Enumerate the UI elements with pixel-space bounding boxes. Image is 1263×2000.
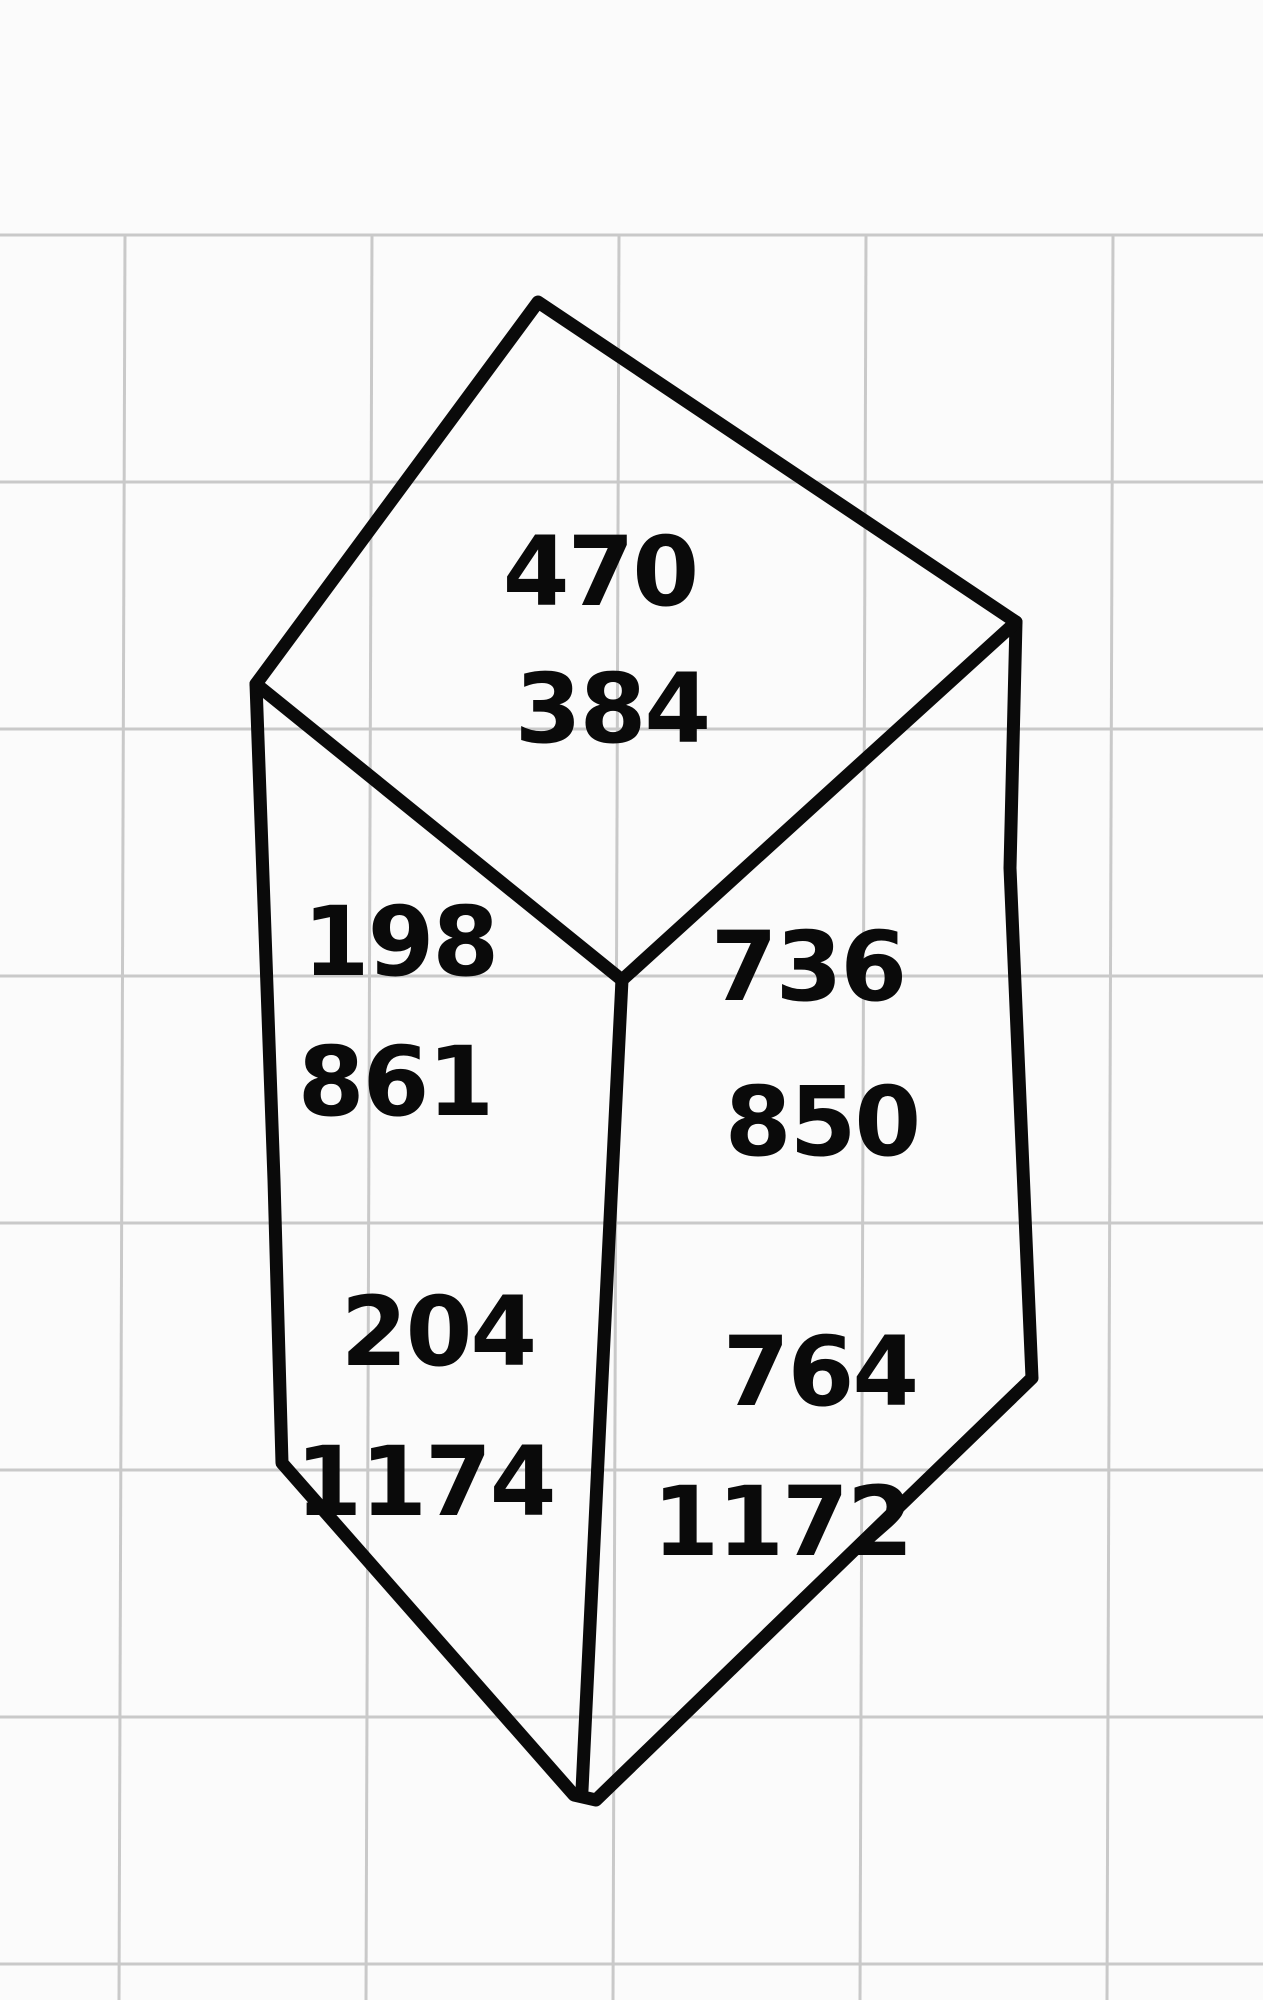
grid-line-v [117, 234, 127, 2000]
right-lower-face-value-2: 1172 [652, 1466, 911, 1578]
top-face-value-2: 384 [515, 653, 709, 765]
prism-outline [249, 295, 1039, 1807]
prism-silhouette [249, 295, 1039, 1807]
left-lower-face-value-2: 1174 [295, 1426, 554, 1538]
face-labels: 470 384 198 861 736 850 204 1174 764 117… [295, 516, 921, 1578]
right-upper-face-value-2: 850 [725, 1066, 919, 1178]
front-vertical-edge [575, 973, 629, 1797]
grid-line-v [858, 234, 868, 2000]
right-lower-face-value-1: 764 [723, 1316, 917, 1428]
right-upper-face-value-1: 736 [711, 911, 905, 1023]
grid-line-v [1105, 234, 1115, 2000]
left-upper-face-value-2: 861 [298, 1026, 492, 1138]
left-upper-face-value-1: 198 [303, 886, 497, 998]
grid [0, 233, 1263, 2000]
top-face-value-1: 470 [503, 516, 697, 628]
left-lower-face-value-1: 204 [341, 1276, 535, 1388]
